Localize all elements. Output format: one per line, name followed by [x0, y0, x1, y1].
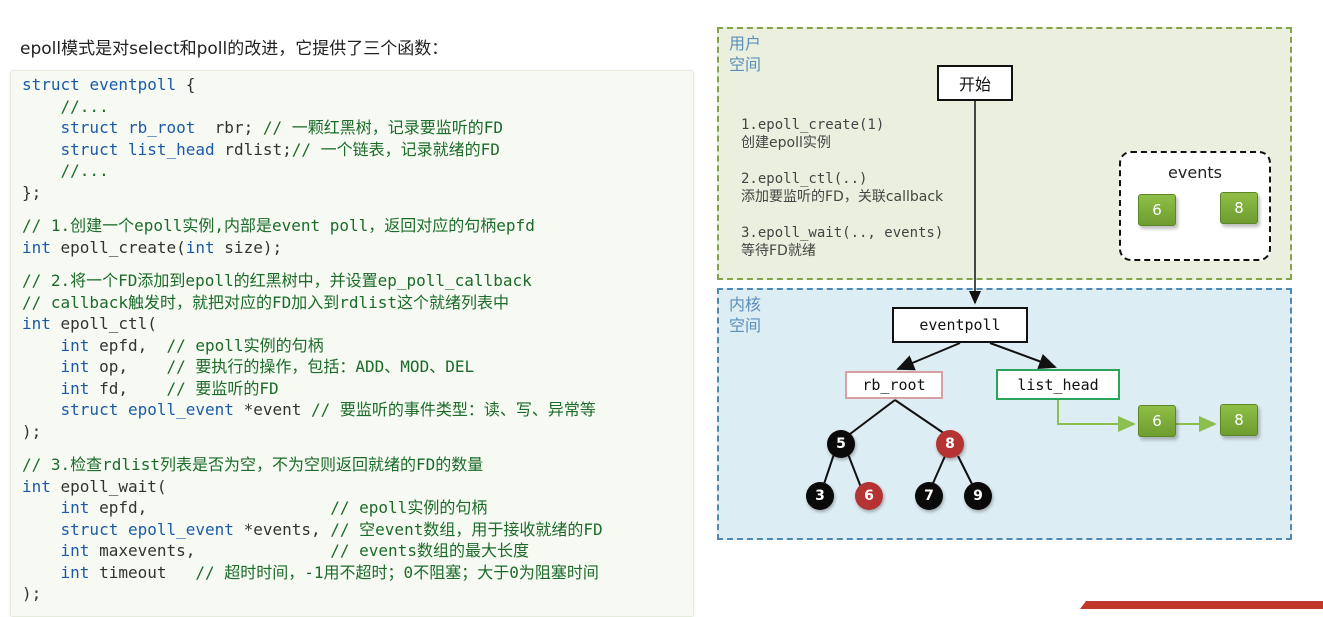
code-line: int op, // 要执行的操作，包括：ADD、MOD、DEL — [60, 357, 475, 376]
code-line: struct epoll_event *events, // 空event数组，… — [60, 519, 603, 539]
eventpoll-to-listhead-arrow — [989, 342, 1057, 369]
events-item-8: 8 — [1220, 192, 1258, 224]
code-line: // callback触发时，就把对应的FD加入到rdlist这个就绪列表中 — [22, 292, 510, 312]
code-line: struct list_head rdlist;// 一个链表，记录就绪的FD — [60, 139, 500, 159]
code-line: int epfd, // epoll实例的句柄 — [60, 335, 324, 355]
code-line: int epoll_create(int size); — [22, 237, 283, 257]
code-line: // 3.检查rdlist列表是否为空，不为空则返回就绪的FD的数量 — [22, 455, 484, 474]
list-item-6: 6 — [1138, 405, 1176, 437]
code-line: struct epoll_event *event // 要监听的事件类型：读、… — [60, 400, 596, 419]
code-line: int fd, // 要监听的FD — [60, 378, 279, 398]
kernel-space-label: 内核 空间 — [729, 295, 762, 335]
code-line: }; — [22, 182, 42, 202]
events-label: events — [1168, 163, 1222, 182]
code-line: // 1.创建一个epoll实例,内部是event poll，返回对应的句柄ep… — [22, 216, 535, 235]
corner-decoration — [1080, 601, 1323, 609]
code-line: int epfd, // epoll实例的句柄 — [60, 498, 488, 517]
tree-node-right: 8 — [936, 430, 964, 458]
eventpoll-to-rbroot-arrow — [896, 342, 961, 371]
code-line: int maxevents, // events数组的最大长度 — [60, 541, 529, 560]
code-line: //... — [60, 96, 109, 116]
user-space-label: 用户 空间 — [729, 34, 762, 74]
events-item-6: 6 — [1138, 194, 1176, 226]
tree-node-left-right: 6 — [855, 482, 883, 510]
code-line: struct rb_root rbr; // 一颗红黑树，记录要监听的FD — [60, 118, 504, 137]
list-item-8: 8 — [1220, 404, 1258, 436]
tree-node-right-right: 9 — [964, 482, 992, 510]
step-1: 1.epoll_create(1) 创建epoll实例 — [741, 117, 885, 151]
code-block — [10, 70, 694, 617]
code-listing: struct eventpoll { //... struct rb_root … — [22, 74, 603, 605]
code-line: int epoll_ctl( — [22, 314, 157, 333]
step-3: 3.epoll_wait(.., events) 等待FD就绪 — [741, 225, 944, 259]
code-line: ); — [22, 421, 42, 441]
code-line: //... — [60, 161, 109, 180]
code-line: int epoll_wait( — [22, 476, 167, 496]
listhead-to-item-arrow — [1057, 400, 1136, 432]
step-2: 2.epoll_ctl(..) 添加要监听的FD，关联callback — [741, 171, 944, 205]
list-head-box: list_head — [996, 369, 1120, 400]
tree-node-left-left: 3 — [806, 482, 834, 510]
code-line: // 2.将一个FD添加到epoll的红黑树中，并设置ep_poll_callb… — [22, 271, 532, 290]
rb-root-box: rb_root — [845, 371, 943, 399]
intro-text: epoll模式是对select和poll的改进，它提供了三个函数： — [20, 39, 449, 59]
tree-node-right-left: 7 — [915, 482, 943, 510]
code-line: ); — [22, 584, 42, 603]
step-list: 1.epoll_create(1) 创建epoll实例 2.epoll_ctl(… — [741, 116, 943, 278]
code-line: int timeout // 超时时间，-1用不超时；0不阻塞；大于0为阻塞时间 — [60, 562, 599, 582]
tree-node-root: 5 — [827, 430, 855, 458]
eventpoll-box: eventpoll — [892, 307, 1028, 343]
code-line: struct eventpoll { — [22, 75, 196, 94]
start-box: 开始 — [937, 65, 1013, 101]
